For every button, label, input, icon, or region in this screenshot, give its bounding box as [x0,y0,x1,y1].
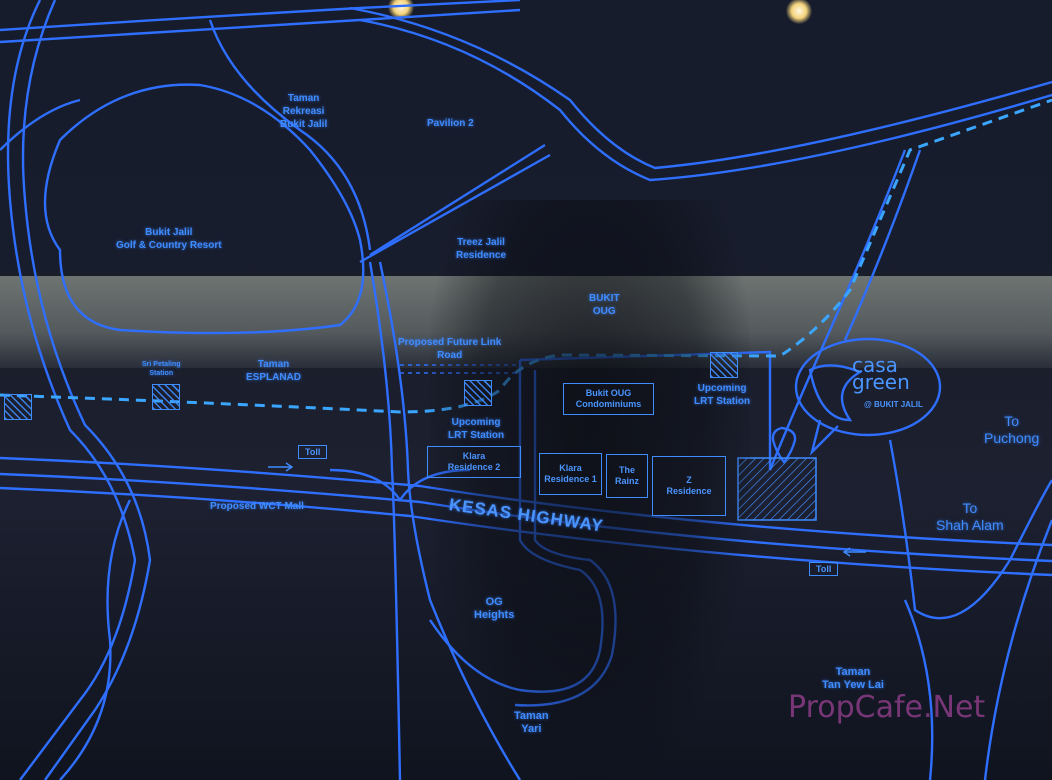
road-far-right [983,519,1052,780]
ceiling-lamp-reflection [786,0,812,24]
arrow-right-icon [268,462,294,472]
label-taman-yari: Taman Yari [514,710,549,735]
brand-logo-text: casa green [852,353,910,394]
label-to-puchong: To Puchong [984,413,1040,446]
road-upper-right-2 [349,6,1052,170]
road-rekreasi [208,19,372,251]
road-left-main-2 [21,0,152,780]
label-tan-yew-lai: Taman Tan Yew Lai [822,666,884,691]
arrow-left-icon [842,547,866,557]
label-wct-mall: Proposed WCT Mall [210,501,304,512]
box-klara-residence-2: Klara Residence 2 [427,446,521,478]
road-right-diagonal [768,149,907,471]
label-to-shah-alam: To Shah Alam [936,500,1004,533]
watermark: PropCafe.Net [788,690,986,725]
project-site [737,457,817,521]
label-pavilion: Pavilion 2 [427,118,474,129]
sri-petaling-station-marker [152,384,180,410]
box-klara-residence-1: Klara Residence 1 [539,453,602,495]
road-upper-right [359,18,1052,182]
road-top-inner [0,8,521,44]
station-marker-left [4,394,32,420]
brand-bubble [794,337,942,437]
toll-left: Toll [298,445,328,459]
road-left-main [6,0,137,780]
golf-course-outline [43,83,365,335]
lrt-station-marker-left [464,380,492,406]
label-sri-petaling: Sri Petaling Station [142,361,181,377]
box-bukit-oug-condo: Bukit OUG Condominiums [563,383,654,415]
label-og-heights: OG Heights [474,596,515,621]
label-golf-resort: Bukit Jalil Golf & Country Resort [116,227,222,251]
label-lrt-left: Upcoming LRT Station [448,417,505,441]
reflection-silhouette [430,200,750,780]
brand-leaf-icon [808,364,863,422]
box-the-rainz: The Rainz [606,454,648,498]
road-left-curve [0,98,81,151]
brand-pointer [809,419,839,456]
road-tan-yew-lai [903,599,934,780]
road-puchong [888,439,1052,620]
toll-right: Toll [809,562,839,576]
box-z-residence: Z Residence [652,456,726,516]
label-taman-esplanad: Taman ESPLANAD [246,359,302,383]
road-og-heights [368,261,402,780]
label-future-link: Proposed Future Link Road [398,337,502,361]
label-lrt-right: Upcoming LRT Station [694,383,751,407]
label-bukit-oug: BUKIT OUG [589,293,620,317]
lrt-station-marker-right [710,352,738,378]
road-left-inner [59,499,132,780]
label-treez-jalil: Treez Jalil Residence [456,237,507,261]
label-taman-rekreasi: Taman Rekreasi Bukit Jalil [280,93,328,130]
road-right-diagonal-2 [843,149,922,341]
brand-subtitle: @ BUKIT JALIL [864,400,923,409]
